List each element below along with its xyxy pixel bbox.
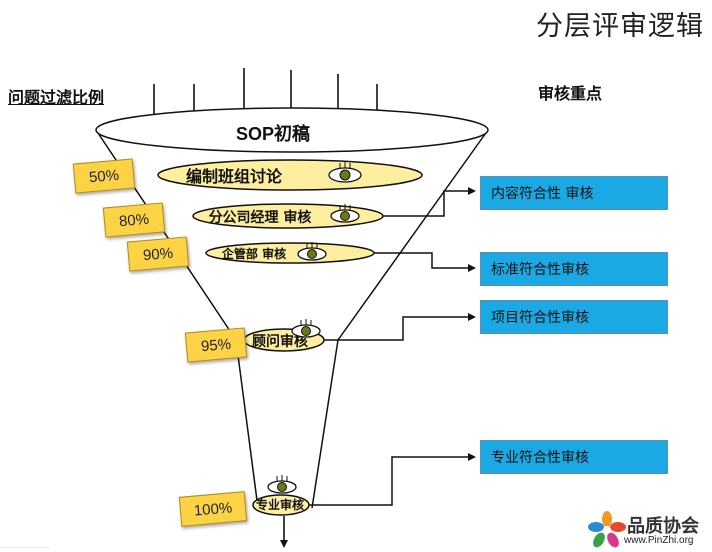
eye-icon xyxy=(328,162,362,183)
review-focus-heading: 审核重点 xyxy=(538,84,603,103)
focus-box: 专业符合性审核 xyxy=(480,440,668,474)
focus-connectors xyxy=(309,187,476,506)
percent-label: 100% xyxy=(178,491,248,527)
percent-label: 90% xyxy=(126,236,190,272)
layer-3-label: 企管部 审核 xyxy=(221,246,286,261)
layer-5: 专业审核 xyxy=(252,494,310,516)
layer-2: 分公司经理 审核 xyxy=(192,203,384,229)
flower-icon xyxy=(588,511,626,548)
focus-box: 项目符合性审核 xyxy=(480,300,668,334)
percent-label: 50% xyxy=(72,158,136,194)
layer-3: 企管部 审核 xyxy=(205,242,375,264)
layer-4-label: 顾问审核 xyxy=(252,333,308,350)
layer-1: 编制班组讨论 xyxy=(157,159,423,191)
logo: 品质协会 www.PinZhi.org xyxy=(588,508,712,552)
focus-box: 标准符合性审核 xyxy=(480,252,668,286)
percent-label: 95% xyxy=(184,327,248,363)
filter-ratio-heading: 问题过滤比例 xyxy=(8,88,105,107)
layer-1-label: 编制班组讨论 xyxy=(186,167,283,186)
percent-label: 80% xyxy=(102,202,166,238)
page-title: 分层评审逻辑 xyxy=(536,11,704,42)
focus-box: 内容符合性 审核 xyxy=(480,176,668,210)
layer-5-label: 专业审核 xyxy=(256,497,304,512)
divider xyxy=(0,547,50,548)
eye-icon xyxy=(330,204,360,223)
eye-icon xyxy=(267,475,297,494)
eye-icon xyxy=(291,319,321,338)
eye-icon xyxy=(297,242,327,261)
logo-url: www.PinZhi.org xyxy=(624,535,694,546)
funnel-top-label: SOP初稿 xyxy=(236,123,310,144)
logo-name: 品质协会 xyxy=(627,516,699,537)
layer-2-label: 分公司经理 审核 xyxy=(209,209,312,226)
